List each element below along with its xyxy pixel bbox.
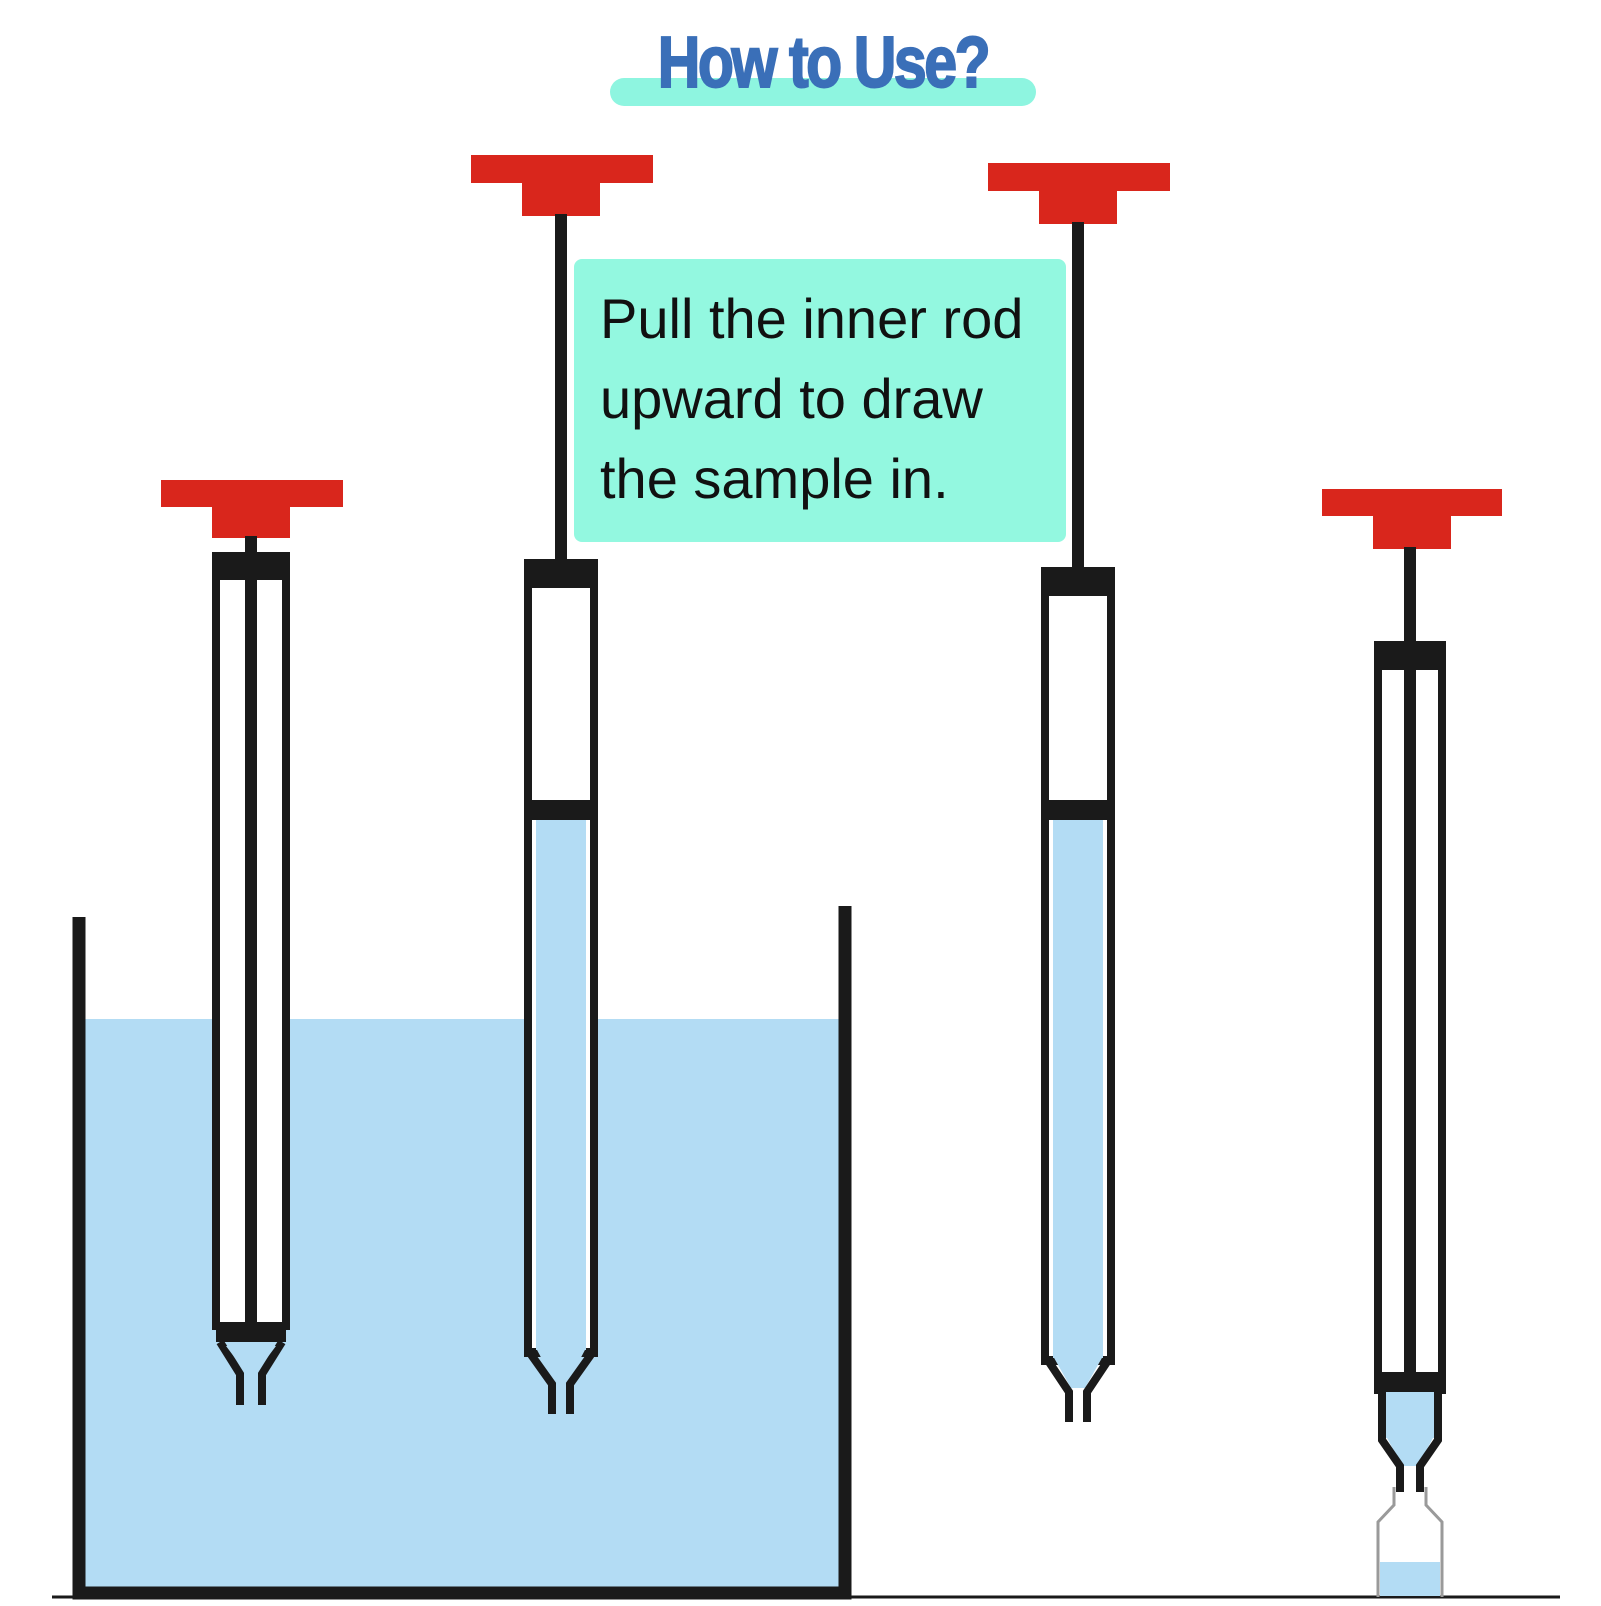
nozzle (1378, 1390, 1442, 1492)
handle-stem (522, 182, 600, 216)
handle-stem (1373, 515, 1451, 549)
sampler-step-1 (161, 480, 343, 1405)
container-walls (72, 906, 852, 1600)
tube-cap (1045, 568, 1111, 596)
nozzle-liquid (1053, 1356, 1103, 1388)
sampler-step-4 (1322, 489, 1502, 1597)
handle-stem (1039, 190, 1117, 224)
container-liquid (85, 1019, 843, 1593)
tube-liquid (536, 820, 586, 1350)
instruction-line-1: Pull the inner rod (600, 287, 1024, 350)
tube-liquid (1386, 1392, 1434, 1438)
inner-rod-visible (1404, 668, 1416, 1378)
tube-cap (1378, 642, 1442, 670)
instruction-line-3: the sample in. (600, 447, 949, 510)
nozzle (216, 1339, 286, 1405)
sampler-step-3 (988, 163, 1170, 1422)
plunger-seal (528, 800, 594, 820)
nozzle-liquid (536, 1348, 586, 1382)
handle-crossbar (988, 163, 1170, 191)
title-underline-highlight (610, 78, 1036, 106)
sampler-step-2 (471, 155, 653, 1414)
plunger-seal (1378, 1372, 1442, 1392)
liquid-container (72, 906, 852, 1600)
instruction-line-2: upward to draw (600, 367, 983, 430)
handle-crossbar (1322, 489, 1502, 516)
title-block: How to Use? (610, 20, 1036, 110)
sample-vial (1376, 1487, 1444, 1597)
nozzle (528, 1348, 594, 1414)
plunger-seal (1045, 800, 1111, 820)
handle-crossbar (471, 155, 653, 183)
vial-liquid (1380, 1562, 1440, 1596)
inner-rod-visible (245, 578, 257, 1328)
tube-liquid (1053, 820, 1103, 1358)
handle-stem (212, 506, 290, 538)
page-title: How to Use? (657, 22, 992, 104)
plunger-seal (216, 1322, 286, 1342)
tube-cap (216, 554, 286, 580)
vial-outline (1376, 1487, 1444, 1597)
nozzle-liquid (226, 1346, 276, 1370)
tube-cap (528, 560, 594, 588)
nozzle (1045, 1356, 1111, 1422)
instruction-callout: Pull the inner rod upward to draw the sa… (574, 259, 1066, 542)
handle-crossbar (161, 480, 343, 507)
